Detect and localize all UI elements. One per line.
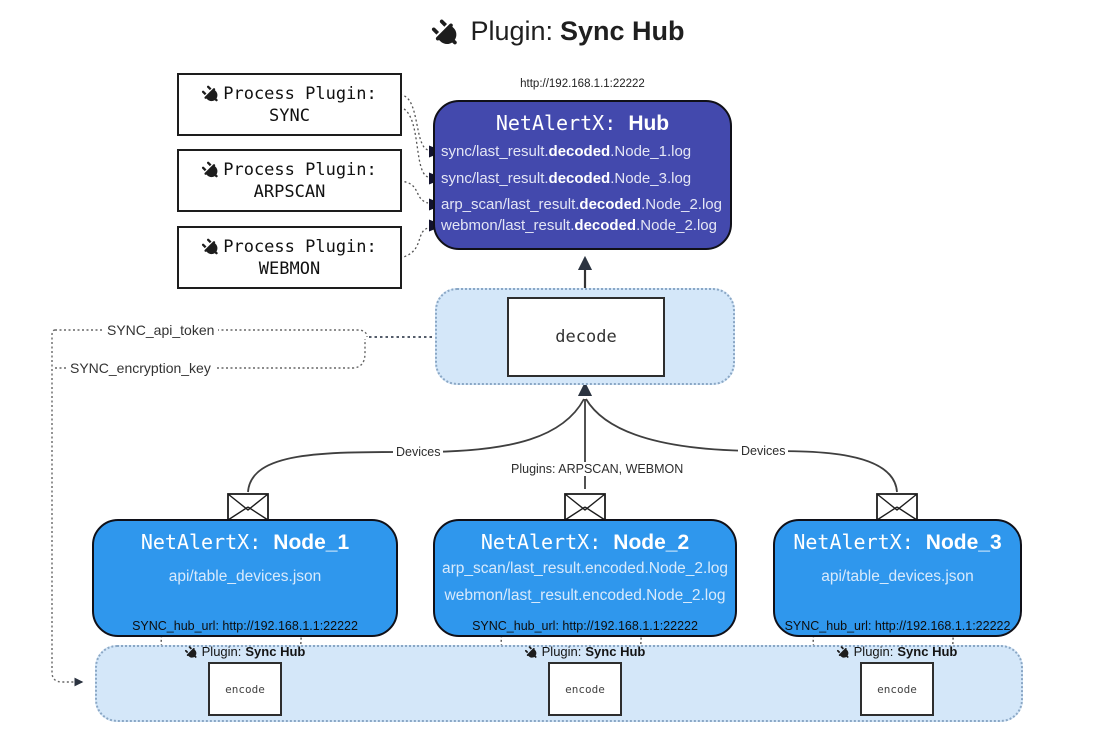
plug-icon [202, 237, 221, 256]
encode-plugin-label: Plugin:Sync Hub [500, 644, 670, 659]
process-plugin-label: Process Plugin: [223, 159, 377, 180]
plug-icon [184, 645, 199, 659]
edge-processplugins-to-hub [399, 94, 429, 259]
secret-encryption-key-label: SYNC_encryption_key [66, 360, 215, 376]
hub-log-line: sync/last_result.decoded.Node_1.log [441, 143, 692, 160]
node-2-box [433, 519, 737, 637]
node-2-line: webmon/last_result.encoded.Node_2.log [444, 587, 726, 604]
node-2-hub-url: SYNC_hub_url: http://192.168.1.1:22222 [472, 619, 698, 633]
process-plugin-sync: Process Plugin: SYNC [177, 73, 402, 136]
node-1-box [92, 519, 398, 637]
edge-label-devices-left: Devices [393, 445, 444, 459]
node-2-title: NetAlertX: Node_2 [480, 530, 690, 554]
encode-plugin-label: Plugin:Sync Hub [160, 644, 330, 659]
edge-label-devices-right: Devices [738, 444, 789, 458]
hub-log-line: webmon/last_result.decoded.Node_2.log [441, 217, 717, 234]
process-plugin-label: Process Plugin: [223, 83, 377, 104]
node-1-line: api/table_devices.json [168, 568, 322, 585]
encode-box: encode [548, 662, 622, 716]
plug-icon [202, 84, 221, 103]
plug-icon [432, 17, 462, 47]
node-3-line: api/table_devices.json [821, 568, 974, 585]
envelope-icon [876, 493, 918, 521]
title-prefix: Plugin: [470, 16, 554, 46]
plug-icon [524, 645, 539, 659]
page-title: Plugin: Sync Hub [0, 16, 1117, 47]
secret-api-token-label: SYNC_api_token [103, 322, 219, 338]
envelope-icon [564, 493, 606, 521]
hub-log-line: arp_scan/last_result.decoded.Node_2.log [441, 196, 722, 213]
node-3-hub-url: SYNC_hub_url: http://192.168.1.1:22222 [784, 619, 1011, 633]
process-plugin-name: WEBMON [258, 258, 321, 279]
hub-box [433, 100, 732, 250]
decode-box: decode [507, 297, 665, 377]
hub-log-line: sync/last_result.decoded.Node_3.log [441, 170, 692, 187]
envelope-icon [227, 493, 269, 521]
process-plugin-name: ARPSCAN [253, 181, 326, 202]
process-plugin-webmon: Process Plugin: WEBMON [177, 226, 402, 289]
plug-icon [202, 160, 221, 179]
process-plugin-label: Process Plugin: [223, 236, 377, 257]
node-3-box [773, 519, 1022, 637]
node-3-title: NetAlertX: Node_3 [793, 530, 1002, 554]
encode-plugin-label: Plugin:Sync Hub [812, 644, 982, 659]
node-1-title: NetAlertX: Node_1 [140, 530, 350, 554]
edge-label-plugins-mid: Plugins: ARPSCAN, WEBMON [508, 462, 687, 476]
edge-node-curves [247, 398, 898, 493]
title-name: Sync Hub [560, 16, 685, 46]
process-plugin-arpscan: Process Plugin: ARPSCAN [177, 149, 402, 212]
plug-icon [836, 645, 851, 659]
node-1-hub-url: SYNC_hub_url: http://192.168.1.1:22222 [132, 619, 358, 633]
encode-box: encode [208, 662, 282, 716]
hub-url: http://192.168.1.1:22222 [520, 78, 645, 90]
node-2-line: arp_scan/last_result.encoded.Node_2.log [441, 560, 729, 577]
envelope-icons [227, 493, 918, 521]
process-plugin-name: SYNC [269, 105, 310, 126]
encode-box: encode [860, 662, 934, 716]
hub-title: NetAlertX: Hub [495, 111, 670, 135]
